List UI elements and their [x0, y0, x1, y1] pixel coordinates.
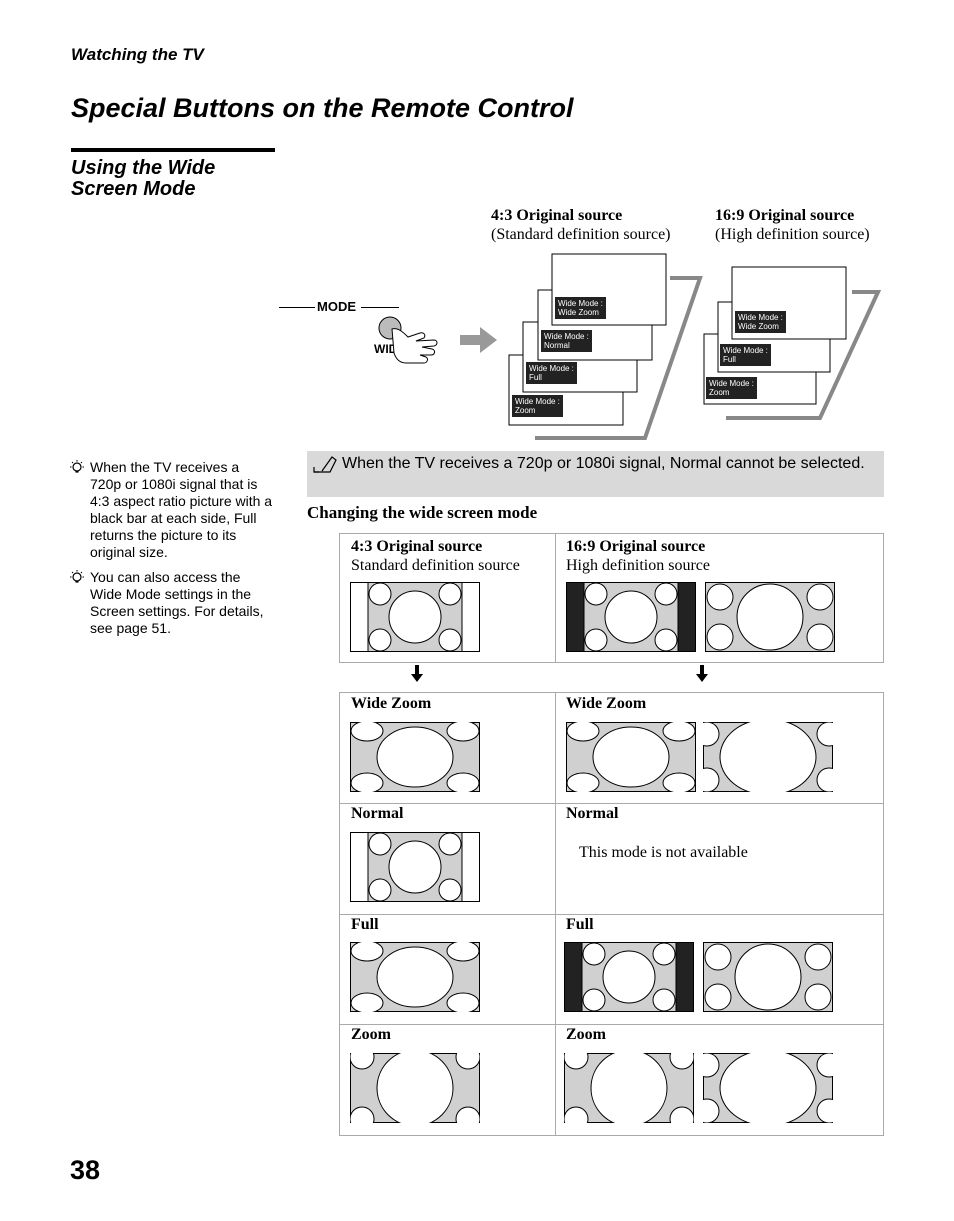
col2-head-title: 16:9 Original source	[566, 538, 706, 555]
row-wide-zoom-left-label: Wide Zoom	[351, 695, 432, 712]
pic-169b-wide-zoom	[703, 722, 833, 792]
tip-bulb-icon	[68, 459, 86, 477]
row-divider	[340, 1024, 883, 1025]
row-wide-zoom-right-label: Wide Zoom	[566, 695, 647, 712]
row-normal-left-label: Normal	[351, 805, 404, 822]
osd-43-normal: Wide Mode :Normal	[541, 330, 592, 352]
row-zoom-right-label: Zoom	[566, 1026, 606, 1043]
osd-43-wide-zoom: Wide Mode :Wide Zoom	[555, 297, 606, 319]
section-rule	[71, 148, 275, 152]
pic-43-normal	[350, 832, 480, 902]
diagram-source-43-title: 4:3 Original source	[491, 207, 623, 224]
col1-head-subtitle: Standard definition source	[351, 557, 520, 574]
tip-2-text: You can also access the Wide Mode settin…	[90, 569, 264, 636]
tip-1-text: When the TV receives a 720p or 1080i sig…	[90, 459, 273, 560]
subsection-title: Using the Wide Screen Mode	[71, 157, 216, 200]
tip-2: You can also access the Wide Mode settin…	[68, 569, 273, 637]
diagram-source-169-subtitle: (High definition source)	[715, 226, 870, 243]
pic-43-zoom	[350, 1053, 480, 1123]
mode-label: MODE	[317, 299, 356, 314]
tip-bulb-icon	[68, 569, 86, 587]
down-arrow-icon	[411, 665, 423, 682]
page-title: Special Buttons on the Remote Control	[71, 93, 574, 123]
osd-169-full: Wide Mode :Full	[720, 344, 771, 366]
col1-head-title: 4:3 Original source	[351, 538, 483, 555]
row-full-left-label: Full	[351, 916, 379, 933]
section-label: Watching the TV	[71, 45, 204, 64]
row-normal-right-label: Normal	[566, 805, 619, 822]
note-box: When the TV receives a 720p or 1080i sig…	[307, 451, 884, 497]
osd-43-full: Wide Mode :Full	[526, 362, 577, 384]
down-arrow-icon	[696, 665, 708, 682]
note-text: When the TV receives a 720p or 1080i sig…	[342, 455, 865, 472]
pic-43-original	[350, 582, 480, 652]
diagram-source-43: 4:3 Original source (Standard definition…	[491, 206, 671, 244]
pic-169a-zoom	[564, 1053, 694, 1123]
pic-43-full	[350, 942, 480, 1012]
mode-line-left	[279, 307, 315, 308]
pic-169b-full	[703, 942, 833, 1012]
osd-43-zoom: Wide Mode :Zoom	[512, 395, 563, 417]
diagram-source-169-title: 16:9 Original source	[715, 207, 855, 224]
osd-169-wide-zoom: Wide Mode :Wide Zoom	[735, 311, 786, 333]
mode-table: Wide Zoom Wide Zoom Normal Normal This m…	[339, 692, 884, 1136]
source-table: 4:3 Original source Standard definition …	[339, 533, 884, 663]
diagram-169-screens	[703, 266, 882, 420]
diagram-source-169: 16:9 Original source (High definition so…	[715, 206, 870, 244]
row-divider	[340, 803, 883, 804]
pic-169b-zoom	[703, 1053, 833, 1123]
right-arrow-icon	[460, 327, 497, 353]
hand-pressing-button-icon	[378, 316, 438, 364]
pic-169a-full	[564, 942, 694, 1012]
osd-169-zoom: Wide Mode :Zoom	[706, 377, 757, 399]
page-number: 38	[70, 1155, 101, 1185]
row-zoom-left-label: Zoom	[351, 1026, 391, 1043]
mode-line-right	[361, 307, 399, 308]
tip-1: When the TV receives a 720p or 1080i sig…	[68, 459, 273, 561]
col1-head: 4:3 Original source Standard definition …	[351, 537, 520, 575]
diagram-source-43-subtitle: (Standard definition source)	[491, 226, 671, 243]
table-title: Changing the wide screen mode	[307, 503, 538, 522]
col2-head: 16:9 Original source High definition sou…	[566, 537, 710, 575]
pic-169-original	[705, 582, 835, 652]
row-divider	[340, 914, 883, 915]
pic-169-black-bars	[566, 582, 696, 652]
row-full-right-label: Full	[566, 916, 594, 933]
col2-head-subtitle: High definition source	[566, 557, 710, 574]
pic-169a-wide-zoom	[566, 722, 696, 792]
column-divider	[555, 534, 556, 662]
normal-unavailable-text: This mode is not available	[579, 844, 748, 861]
pencil-note-icon	[313, 456, 337, 473]
pic-43-wide-zoom	[350, 722, 480, 792]
